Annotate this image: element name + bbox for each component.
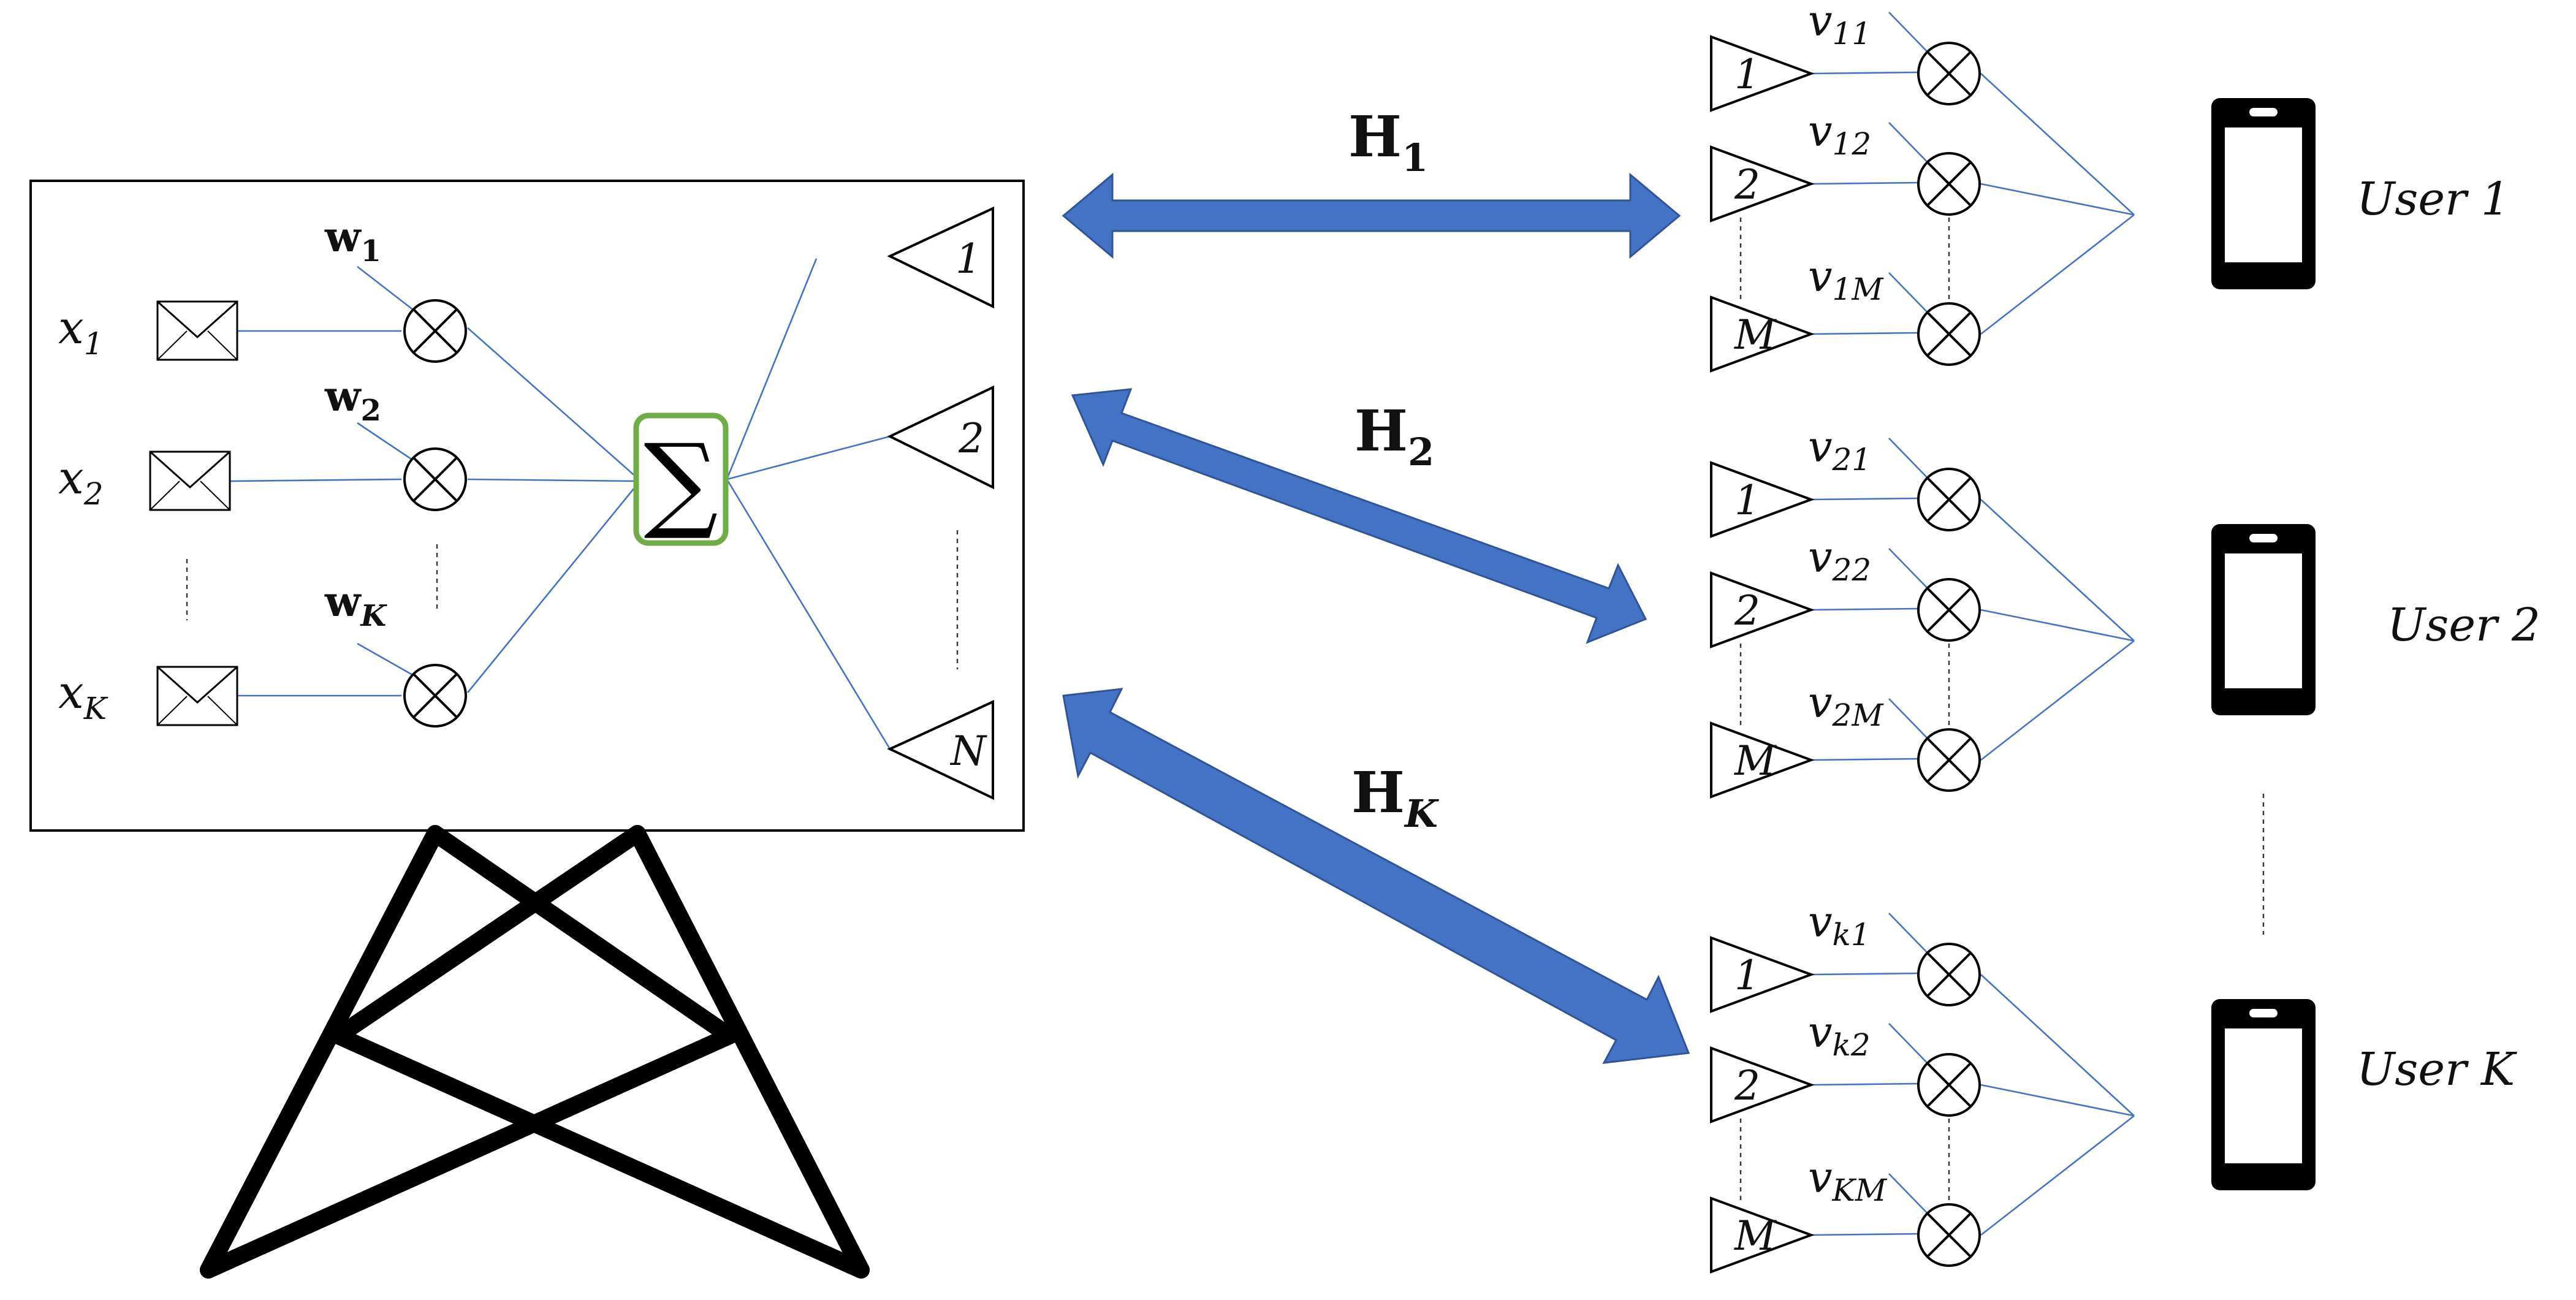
bs-antenna-label-n: N [949, 728, 987, 775]
antenna-icon: 1 [1710, 35, 1815, 112]
combiner-label-k-1: vk1 [1808, 897, 1871, 952]
antenna-icon: M [1710, 295, 1815, 373]
stream-label-k: xK [58, 666, 108, 726]
channel-links: H1 H2 HK [1062, 104, 1690, 1064]
multiplier-icon [1917, 468, 1981, 531]
combiner-label-1-3: v1M [1808, 251, 1884, 307]
user-2-antenna-label: M [1734, 737, 1777, 785]
multiplier-icon [1917, 152, 1981, 216]
combiner-label-2-1: v21 [1808, 422, 1871, 477]
combiner-label-2-2: v22 [1808, 532, 1871, 588]
user-label-k: User K [2357, 1043, 2517, 1096]
multiplier-icon [1917, 302, 1981, 366]
multiplier-icon [403, 664, 467, 728]
combiner-label-1-2: v12 [1808, 106, 1871, 162]
user-label-1: User 1 [2357, 173, 2510, 226]
stream-label-1: x1 [58, 302, 104, 362]
multiplier-icon [1917, 42, 1981, 105]
tower-icon [200, 825, 870, 1279]
antenna-icon: 1 [887, 206, 994, 309]
user-k-antenna-label: M [1734, 1212, 1777, 1260]
channel-label-1: H1 [1348, 104, 1428, 180]
multiplier-icon [1917, 943, 1981, 1006]
multiplier-icon [1917, 1203, 1981, 1267]
antenna-icon: 2 [1710, 571, 1815, 648]
antenna-icon: 1 [1710, 936, 1815, 1013]
channel-arrow-k [1062, 688, 1690, 1064]
combiner-label-2-3: v2M [1808, 677, 1884, 733]
user-2-antenna-label: 1 [1734, 477, 1760, 524]
antenna-icon: M [1710, 721, 1815, 799]
user-1-antenna-label: 2 [1734, 161, 1760, 208]
envelope-icon [156, 666, 238, 726]
user-label-2: User 2 [2387, 599, 2540, 652]
stream-label-2: x2 [58, 452, 104, 512]
channel-arrow-2 [1071, 388, 1647, 644]
multiplier-icon [403, 447, 467, 511]
combiner-label-k-3: vKM [1808, 1152, 1888, 1208]
channel-label-k: HK [1351, 759, 1439, 836]
antenna-icon: 1 [1710, 461, 1815, 538]
antenna-icon: 2 [887, 385, 994, 490]
summation-symbol: ∑ [644, 422, 718, 543]
antenna-icon: M [1710, 1196, 1815, 1274]
antenna-icon: N [887, 699, 994, 800]
channel-label-2: H2 [1354, 398, 1434, 474]
weight-label-k: wK [324, 577, 388, 633]
multiplier-icon [403, 299, 467, 363]
base-station-wires [186, 258, 959, 750]
user-1-antenna-label: 1 [1734, 51, 1760, 98]
bs-antenna-label-2: 2 [958, 415, 984, 462]
multiplier-icon [1917, 1053, 1981, 1117]
combiner-label-k-2: vk2 [1808, 1007, 1871, 1063]
user-k-antenna-label: 1 [1734, 952, 1760, 999]
multiplier-icon [1917, 578, 1981, 642]
summation-icon: ∑ [633, 412, 729, 546]
envelope-icon [156, 300, 238, 361]
phone-icon [2211, 999, 2316, 1190]
antenna-icon: 2 [1710, 1046, 1815, 1123]
combiner-label-1-1: v11 [1808, 0, 1871, 51]
base-station: x1 x2 xK w1 w2 wK [29, 180, 1025, 832]
weight-label-2: w2 [324, 372, 381, 428]
channel-arrow-1 [1062, 172, 1681, 259]
user-k-antenna-label: 2 [1734, 1062, 1760, 1109]
weight-label-1: w1 [324, 213, 381, 268]
user-1-antenna-label: M [1734, 311, 1777, 359]
bs-antenna-label-1: 1 [956, 235, 981, 283]
antenna-icon: 2 [1710, 145, 1815, 222]
envelope-icon [149, 450, 231, 511]
user-2-antenna-label: 2 [1734, 587, 1760, 634]
multiplier-icon [1917, 728, 1981, 792]
phone-icon [2211, 98, 2316, 289]
phone-icon [2211, 524, 2316, 715]
